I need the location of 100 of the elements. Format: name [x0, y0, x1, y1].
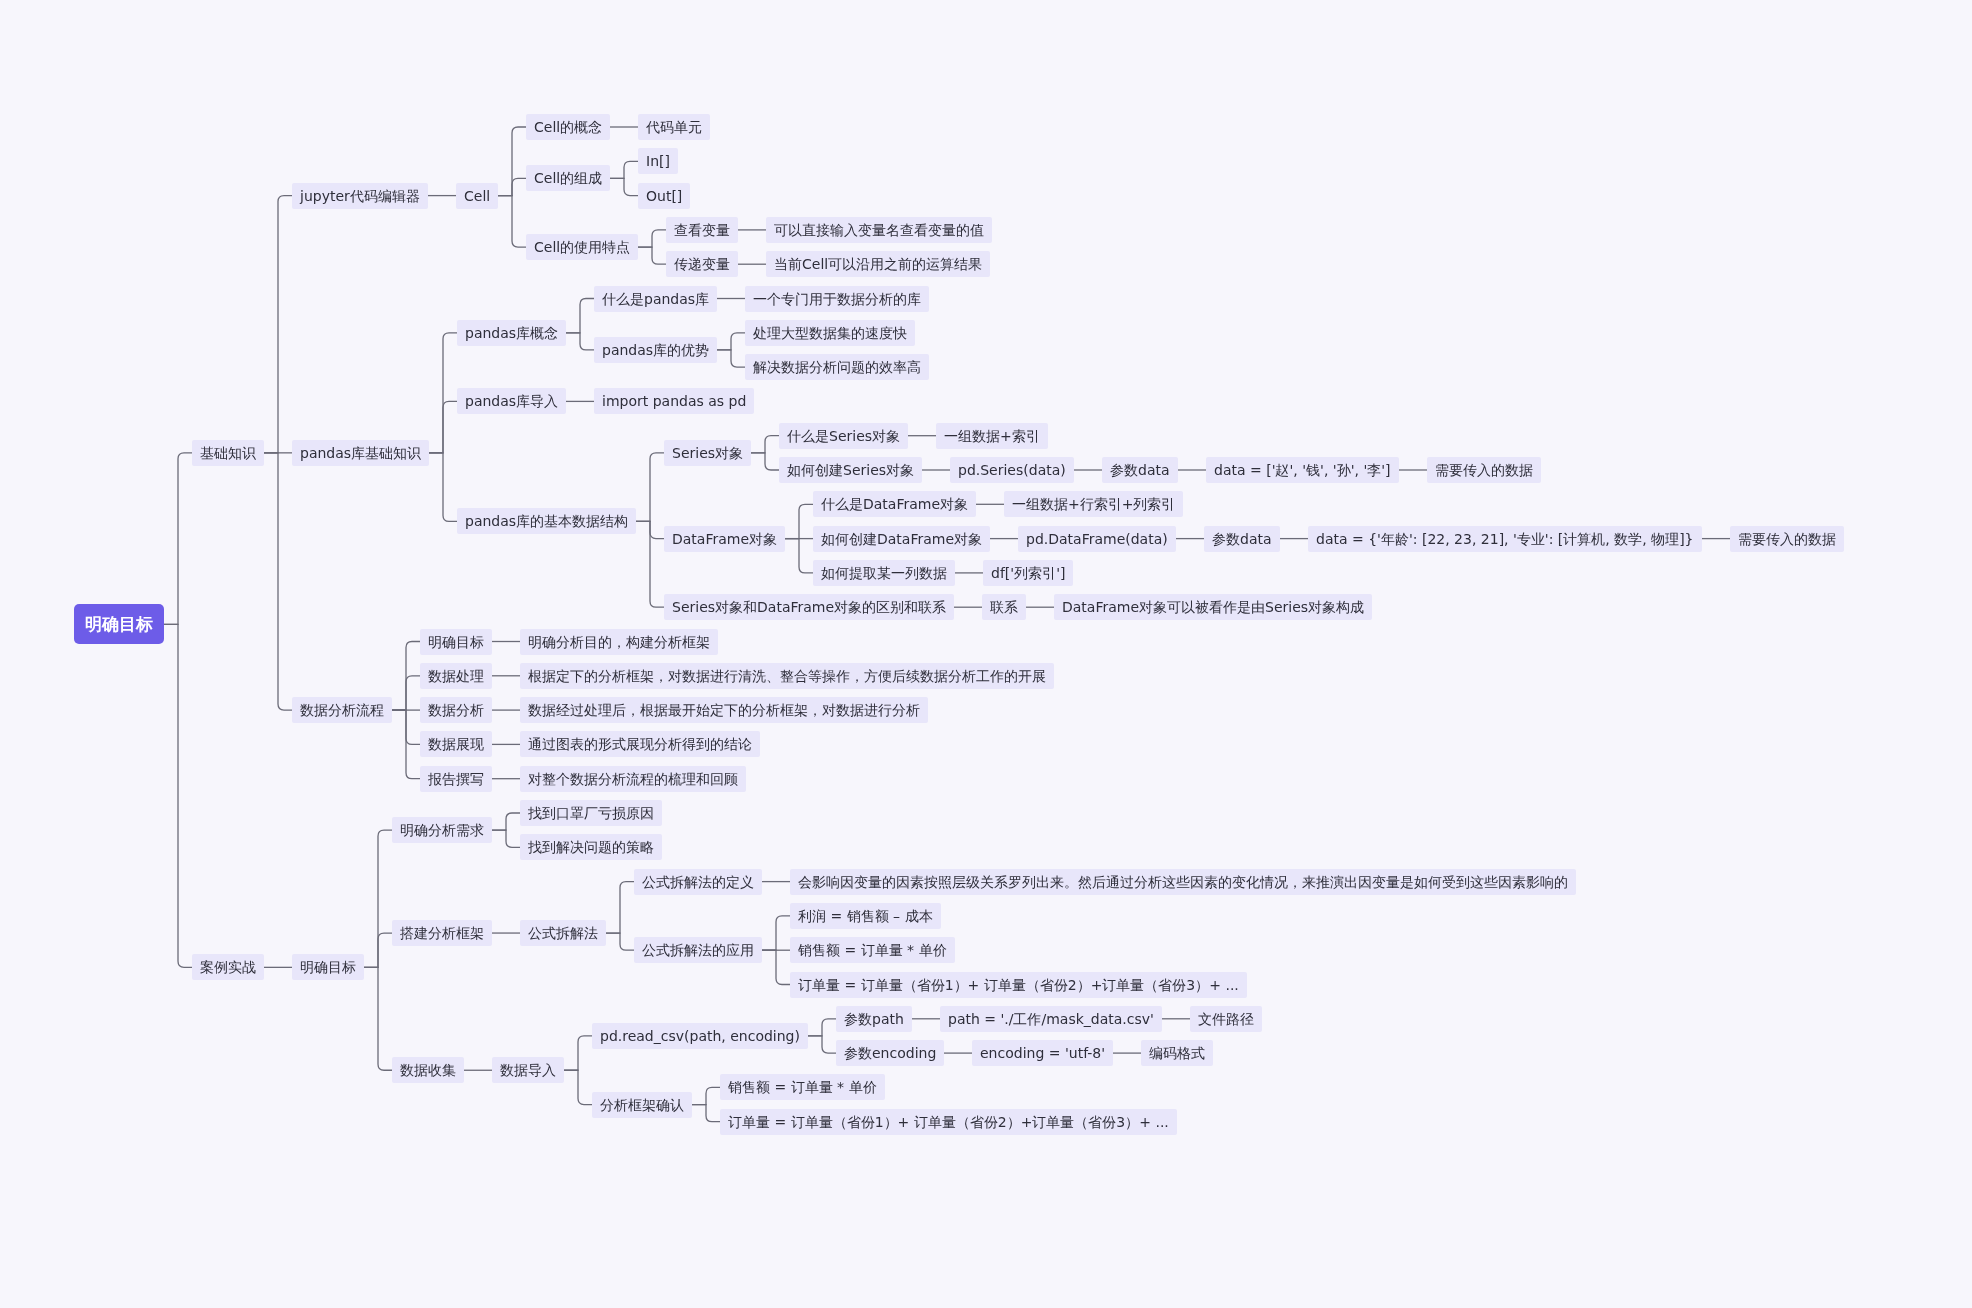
topic-label: 销售额 = 订单量 * 单价 — [790, 937, 955, 964]
connector-line — [943, 1052, 973, 1054]
connector-line — [975, 503, 1005, 505]
topic-label: 一组数据+索引 — [936, 422, 1048, 449]
topic-label: 处理大型数据集的速度快 — [745, 319, 915, 346]
connector-line — [716, 349, 746, 368]
topic-label: 公式拆解法的定义 — [634, 868, 762, 895]
topic-label: 根据定下的分析框架，对数据进行清洗、整合等操作，方便后续数据分析工作的开展 — [520, 662, 1054, 689]
topic-label: 参数data — [1102, 457, 1178, 483]
topic-label: 数据导入 — [492, 1057, 564, 1084]
topic-label: 当前Cell可以沿用之前的运算结果 — [766, 251, 991, 278]
connector-line — [761, 880, 791, 883]
topic-label: 数据经过处理后，根据最开始定下的分析框架，对数据进行分析 — [520, 697, 928, 724]
topic-label: 什么是Series对象 — [779, 422, 909, 449]
topic-label: In[] — [638, 148, 678, 175]
topic-label: pd.DataFrame(data) — [1018, 525, 1176, 552]
topic-label: 联系 — [982, 594, 1026, 621]
connector-line — [565, 400, 595, 403]
connector-line — [1073, 469, 1103, 471]
topic-label: 查看变量 — [666, 216, 738, 243]
topic-label: 什么是DataFrame对象 — [813, 491, 977, 518]
topic-label: 找到口罩厂亏损原因 — [520, 800, 662, 826]
topic-label: Series对象 — [664, 439, 752, 466]
connector-line — [1175, 537, 1205, 540]
topic-label: pandas库导入 — [457, 388, 567, 415]
connector-line — [1701, 537, 1731, 540]
topic-label: 解决数据分析问题的效率高 — [745, 354, 929, 381]
topic-label: pd.Series(data) — [950, 457, 1074, 483]
connector-line — [921, 469, 951, 471]
topic-label: 数据分析 — [420, 697, 492, 724]
topic-label: Cell的使用特点 — [526, 234, 639, 261]
connector-line — [163, 623, 193, 968]
connector-line — [784, 537, 814, 574]
topic-label: 分析框架确认 — [592, 1091, 692, 1118]
connector-line — [1112, 1052, 1142, 1054]
topic-label: 数据分析流程 — [292, 697, 392, 724]
topic-label: encoding = 'utf-8' — [972, 1040, 1114, 1067]
topic-label: pandas库概念 — [457, 319, 567, 346]
central-topic: 明确目标 — [74, 604, 164, 645]
topic-label: 如何提取某一列数据 — [813, 559, 955, 586]
topic-label: 销售额 = 订单量 * 单价 — [720, 1074, 885, 1101]
topic-label: DataFrame对象 — [664, 525, 786, 552]
topic-label: 数据处理 — [420, 662, 492, 689]
topic-label: 通过图表的形式展现分析得到的结论 — [520, 731, 760, 758]
topic-label: 基础知识 — [192, 439, 264, 466]
topic-label: Cell的组成 — [526, 165, 611, 192]
connector-line — [911, 1018, 941, 1020]
topic-label: 明确分析需求 — [392, 817, 492, 844]
topic-label: Out[] — [638, 182, 691, 209]
topic-label: 编码格式 — [1141, 1040, 1213, 1067]
connector-line — [807, 1035, 837, 1054]
topic-label: 需要传入的数据 — [1427, 457, 1541, 483]
topic-label: 订单量 = 订单量（省份1）+ 订单量（省份2）+订单量（省份3）+ ... — [720, 1108, 1177, 1135]
topic-label: 文件路径 — [1190, 1005, 1262, 1032]
connector-line — [463, 1069, 493, 1071]
topic-label: 报告撰写 — [420, 765, 492, 792]
connector-line — [563, 1069, 593, 1106]
topic-label: 代码单元 — [638, 114, 710, 140]
connector-line — [263, 452, 293, 711]
topic-label: pandas库基础知识 — [292, 439, 430, 466]
topic-label: 利润 = 销售额 – 成本 — [790, 902, 941, 929]
connector-line — [954, 572, 984, 574]
connector-line — [737, 229, 767, 231]
connector-line — [953, 606, 983, 608]
topic-label: 可以直接输入变量名查看变量的值 — [766, 216, 992, 243]
topic-label: Series对象和DataFrame对象的区别和联系 — [664, 594, 955, 621]
topic-label: 参数data — [1204, 525, 1280, 552]
topic-label: data = ['赵', '钱', '孙', '李'] — [1206, 457, 1399, 483]
topic-label: 数据展现 — [420, 731, 492, 758]
topic-label: 明确目标 — [292, 954, 364, 981]
connector-line — [491, 709, 521, 711]
topic-label: 公式拆解法的应用 — [634, 937, 762, 964]
topic-label: import pandas as pd — [594, 388, 755, 415]
topic-label: 一组数据+行索引+列索引 — [1004, 491, 1184, 518]
connector-line — [491, 640, 521, 643]
topic-label: data = {'年龄': [22, 23, 21], '专业': [计算机, 数学, 物理]} — [1308, 525, 1702, 552]
topic-label: 会影响因变量的因素按照层级关系罗列出来。然后通过分析这些因素的变化情况，来推演出因变量是如何受到这些因素影响的 — [790, 868, 1576, 895]
connector-line — [609, 126, 639, 128]
topic-label: pd.read_csv(path, encoding) — [592, 1022, 808, 1049]
topic-label: df['列索引'] — [983, 559, 1074, 586]
connector-line — [1177, 469, 1207, 471]
connector-line — [691, 1103, 721, 1123]
connector-line — [491, 743, 521, 746]
topic-label: 数据收集 — [392, 1057, 464, 1084]
connector-line — [363, 966, 393, 1071]
topic-label: 搭建分析框架 — [392, 920, 492, 947]
topic-label: 传递变量 — [666, 251, 738, 278]
connector-line — [428, 452, 458, 523]
connector-line — [637, 246, 667, 265]
connector-line — [491, 778, 521, 780]
topic-label: jupyter代码编辑器 — [292, 182, 428, 209]
topic-label: 订单量 = 订单量（省份1）+ 订单量（省份2）+订单量（省份3）+ ... — [790, 971, 1247, 998]
connector-line — [635, 520, 665, 608]
topic-label: 如何创建Series对象 — [779, 457, 923, 483]
connector-line — [737, 263, 767, 265]
topic-label: 找到解决问题的策略 — [520, 834, 662, 861]
connector-line — [263, 966, 293, 968]
topic-label: 需要传入的数据 — [1730, 525, 1844, 552]
topic-label: 一个专门用于数据分析的库 — [745, 285, 929, 312]
connector-line — [605, 932, 635, 951]
